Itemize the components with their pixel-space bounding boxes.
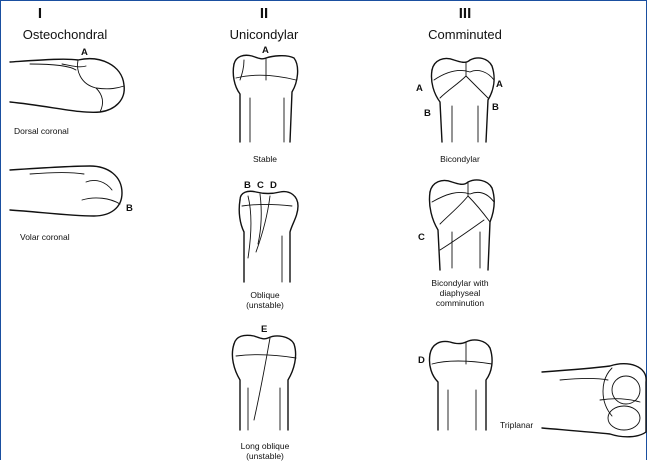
stable-drawing <box>233 55 297 142</box>
oblique-drawing <box>239 191 298 282</box>
caption-long-oblique-1: Long oblique <box>220 441 310 451</box>
bicondylar-drawing <box>431 58 494 142</box>
label-b-bicondylar-left: B <box>424 108 431 119</box>
caption-dorsal-coronal: Dorsal coronal <box>14 126 124 136</box>
label-a-dorsal: A <box>81 47 88 58</box>
caption-volar-coronal: Volar coronal <box>20 232 130 242</box>
caption-oblique-1: Oblique <box>225 290 305 300</box>
caption-bicondylar-diaphyseal-2: diaphyseal <box>410 288 510 298</box>
label-a-bicondylar-left: A <box>416 83 423 94</box>
label-a-stable: A <box>262 45 269 56</box>
caption-bicondylar: Bicondylar <box>420 154 500 164</box>
label-b-volar: B <box>126 203 133 214</box>
label-a-bicondylar-right: A <box>496 79 503 90</box>
label-d-comminuted: D <box>418 355 425 366</box>
caption-oblique-2: (unstable) <box>225 300 305 310</box>
long-oblique-drawing <box>232 335 296 430</box>
label-e-long-oblique: E <box>261 324 267 335</box>
label-b-oblique: B <box>244 180 251 191</box>
caption-stable: Stable <box>225 154 305 164</box>
volar-coronal-drawing <box>10 166 122 216</box>
comminuted-d-drawing <box>429 340 492 430</box>
caption-bicondylar-diaphyseal-1: Bicondylar with <box>410 278 510 288</box>
caption-long-oblique-2: (unstable) <box>220 451 310 461</box>
label-d-oblique: D <box>270 180 277 191</box>
bicondylar-diaphyseal-drawing <box>429 180 494 270</box>
label-c-oblique: C <box>257 180 264 191</box>
label-b-bicondylar-right: B <box>492 102 499 113</box>
label-c-comminution: C <box>418 232 425 243</box>
dorsal-coronal-drawing <box>10 59 124 113</box>
caption-triplanar: Triplanar <box>500 420 560 430</box>
caption-bicondylar-diaphyseal-3: comminution <box>410 298 510 308</box>
